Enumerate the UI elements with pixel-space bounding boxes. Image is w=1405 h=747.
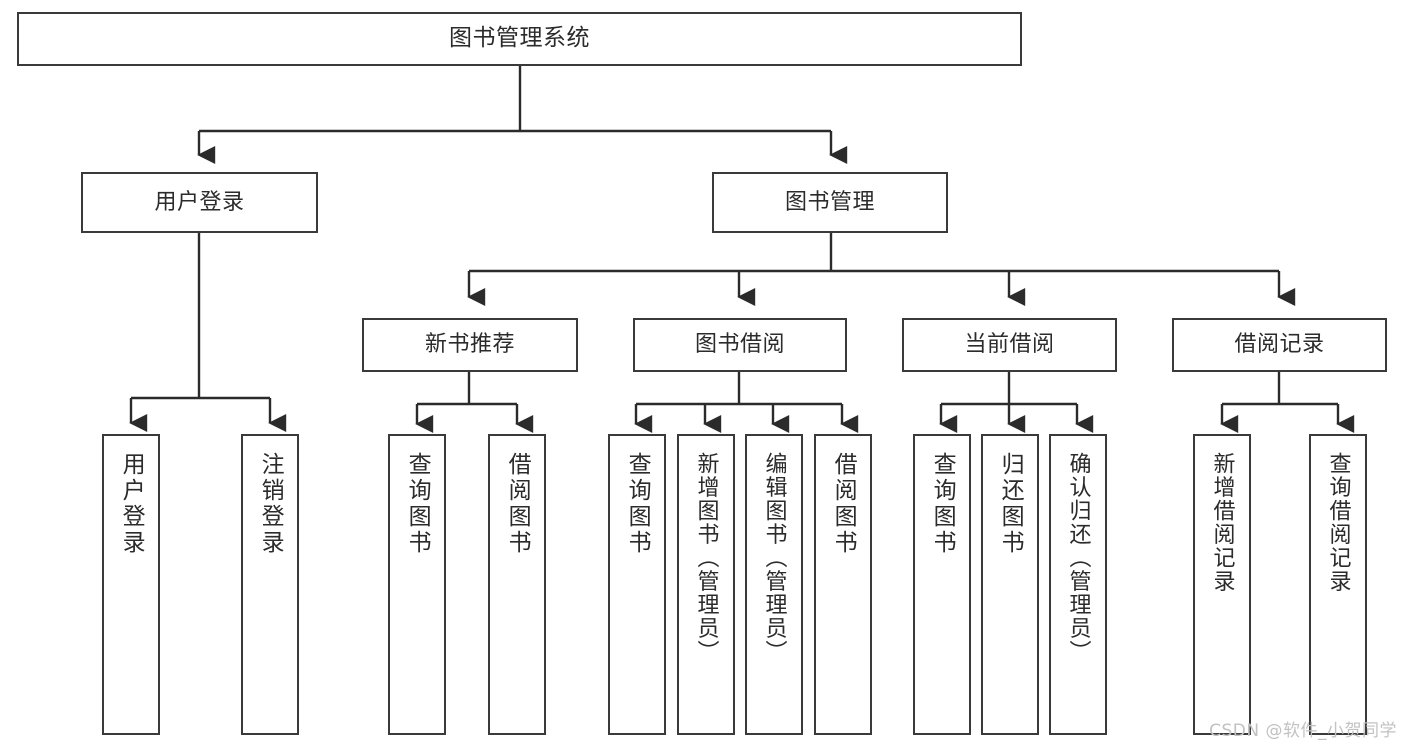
node-label: 用户登录: [118, 452, 145, 556]
node-label: 编辑图书（管理员）: [761, 452, 787, 664]
leaf-query-book-current[interactable]: 查询图书: [913, 434, 971, 735]
node-new-book-recommend[interactable]: 新书推荐: [362, 318, 578, 372]
leaf-query-book-recommend[interactable]: 查询图书: [388, 434, 446, 735]
node-label: 新增图书（管理员）: [693, 452, 719, 664]
leaf-add-book-admin[interactable]: 新增图书（管理员）: [677, 434, 735, 735]
node-label: 借阅图书: [830, 452, 857, 556]
node-label: 查询借阅记录: [1325, 452, 1351, 593]
node-label: 图书借阅: [694, 332, 785, 358]
node-label: 查询图书: [929, 452, 956, 556]
node-label: 注销登录: [257, 452, 284, 556]
node-label: 新增借阅记录: [1209, 452, 1235, 593]
node-label: 图书管理: [784, 189, 875, 215]
leaf-confirm-return-admin[interactable]: 确认归还（管理员）: [1049, 434, 1107, 735]
node-label: 借阅记录: [1234, 332, 1325, 358]
node-user-login[interactable]: 用户登录: [81, 172, 318, 233]
node-book-borrow[interactable]: 图书借阅: [633, 318, 847, 372]
leaf-query-borrow-record[interactable]: 查询借阅记录: [1309, 434, 1367, 735]
csdn-watermark: CSDN @软件_小贺同学: [1209, 721, 1397, 741]
node-label: 查询图书: [624, 452, 651, 556]
node-label: 用户登录: [154, 189, 245, 215]
node-borrow-record[interactable]: 借阅记录: [1172, 318, 1387, 372]
leaf-add-borrow-record[interactable]: 新增借阅记录: [1193, 434, 1251, 735]
leaf-user-login[interactable]: 用户登录: [102, 434, 160, 735]
node-label: 图书管理系统: [449, 25, 590, 52]
node-label: 查询图书: [404, 452, 431, 556]
node-label: 归还图书: [997, 452, 1024, 556]
node-label: 借阅图书: [504, 452, 531, 556]
leaf-logout[interactable]: 注销登录: [241, 434, 299, 735]
node-label: 当前借阅: [964, 332, 1055, 358]
leaf-return-book[interactable]: 归还图书: [981, 434, 1039, 735]
node-root-system[interactable]: 图书管理系统: [17, 12, 1022, 66]
node-current-borrow[interactable]: 当前借阅: [902, 318, 1117, 372]
leaf-borrow-book-recommend[interactable]: 借阅图书: [488, 434, 546, 735]
node-label: 确认归还（管理员）: [1065, 452, 1091, 664]
leaf-query-book-borrow[interactable]: 查询图书: [608, 434, 666, 735]
node-book-management[interactable]: 图书管理: [712, 172, 948, 233]
node-label: 新书推荐: [424, 332, 515, 358]
leaf-edit-book-admin[interactable]: 编辑图书（管理员）: [745, 434, 803, 735]
leaf-borrow-book[interactable]: 借阅图书: [814, 434, 872, 735]
